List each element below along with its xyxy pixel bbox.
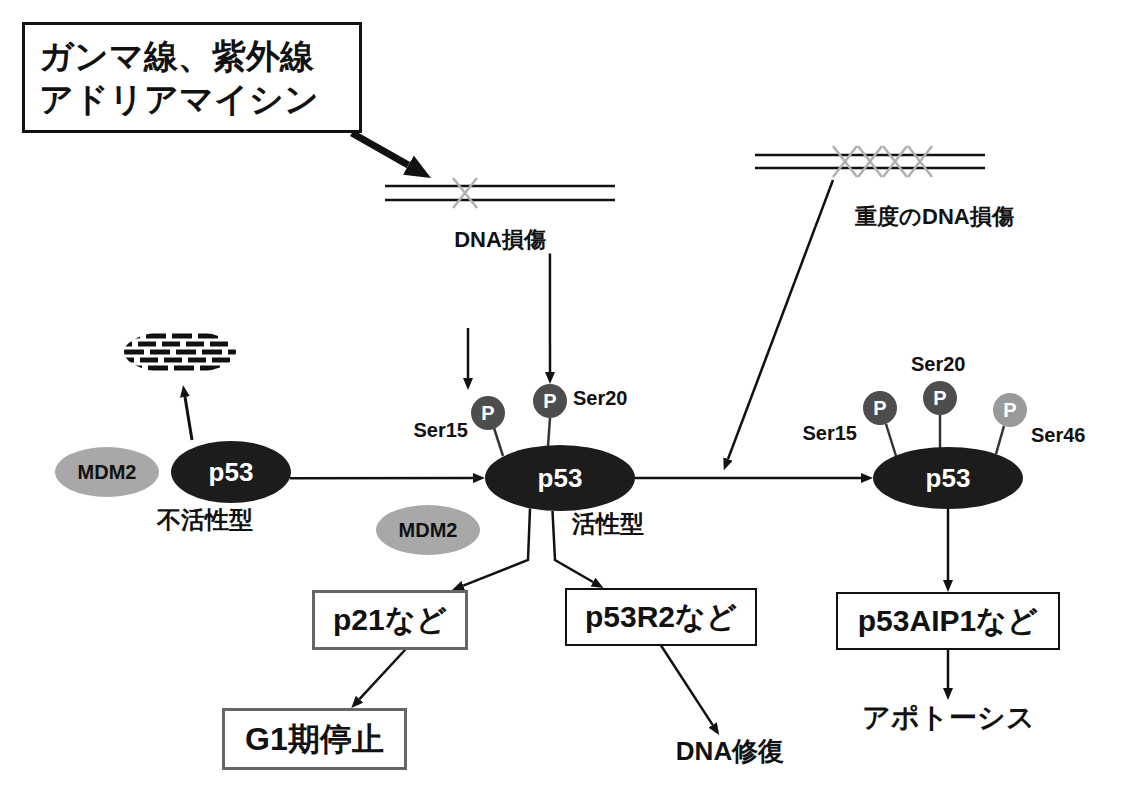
node-sublabel: Ser15 (803, 421, 858, 446)
node-label: p53 (209, 456, 254, 489)
ellipse-fill (55, 447, 159, 497)
node-label: G1期停止 (245, 719, 384, 759)
phosphate-stick (494, 428, 503, 456)
damage-mark (833, 146, 857, 177)
outcome-text: DNA修復 (676, 735, 784, 768)
target-gene-box: p21など (312, 590, 468, 650)
damage-mark (858, 146, 882, 177)
damage-mark (858, 146, 882, 177)
dna-damage: DNA損傷 (385, 178, 615, 254)
ellipse-fill (471, 396, 505, 430)
arrow-connector (290, 477, 473, 480)
mdm2-ellipse: MDM2 (376, 505, 480, 555)
signal-arrow (728, 180, 833, 459)
node-sublabel: Ser15 (414, 418, 469, 443)
severe-dna-damage: 重度のDNA損傷 (755, 145, 1070, 231)
node-sublabel: Ser20 (573, 386, 628, 411)
node-label: DNA修復 (676, 735, 784, 768)
node-label: p53R2など (585, 598, 737, 636)
dna-line (755, 167, 985, 170)
damage-mark (883, 146, 907, 177)
dna-line (385, 185, 615, 188)
fragment-row (122, 366, 240, 371)
node-label: p53 (926, 462, 971, 495)
node-label: p53 (538, 462, 583, 495)
target-gene-box: p53AIP1など (836, 592, 1060, 650)
damage-mark (883, 146, 907, 177)
degradation-arrow (185, 397, 192, 440)
damage-mark (908, 146, 932, 177)
phosphate-stick (939, 415, 942, 448)
arrow-connector (549, 254, 552, 373)
node-sublabel: 活性型 (572, 509, 644, 539)
node-sublabel: Ser46 (1031, 423, 1086, 448)
node-label: ガンマ線、紫外線 アドリアマイシン (39, 35, 345, 120)
phosphate-circle: PSer46 (993, 393, 1027, 427)
outcome-box: G1期停止 (222, 708, 407, 770)
node-label: p53AIP1など (858, 602, 1038, 640)
fragment-row (124, 350, 240, 355)
arrow-connector (947, 650, 950, 689)
phosphate-circle: PSer20 (923, 381, 957, 415)
node-label: P (873, 396, 886, 421)
node-label: 重度のDNA損傷 (855, 203, 1070, 231)
node-label: DNA損傷 (385, 226, 615, 254)
node-label: P (1003, 398, 1016, 423)
dna-strand (385, 178, 615, 208)
phosphate-stick (548, 418, 550, 446)
dna-strand (755, 146, 985, 177)
fragment-row (120, 334, 240, 339)
node-label: アポトーシス (862, 700, 1035, 735)
ellipse-fill (171, 441, 291, 503)
signal-arrow (467, 328, 470, 378)
arrow-connector (661, 646, 713, 725)
outcome-text: アポトーシス (862, 700, 1035, 735)
ellipse-fill (993, 393, 1027, 427)
node-label: MDM2 (78, 460, 137, 485)
ellipse-fill (485, 445, 635, 511)
p53-active: p53活性型 (485, 445, 635, 511)
arrow-connector (352, 133, 409, 165)
dna-line (755, 154, 985, 157)
ellipse-fill (873, 447, 1023, 509)
stimulus-box: ガンマ線、紫外線 アドリアマイシン (22, 22, 362, 133)
fragment-row (114, 342, 240, 347)
degraded-fragments (114, 336, 240, 368)
node-label: MDM2 (399, 518, 458, 543)
arrow-connector (947, 509, 950, 580)
node-sublabel: 不活性型 (157, 505, 253, 535)
arrow-connector (635, 477, 861, 480)
phosphate-circle: PSer15 (471, 396, 505, 430)
node-sublabel: Ser20 (911, 352, 966, 377)
node-label: P (543, 389, 556, 414)
phosphate-stick (996, 426, 1004, 454)
target-gene-box: p53R2など (565, 588, 757, 646)
damage-mark (453, 178, 477, 208)
ellipse-fill (533, 384, 567, 418)
dna-line (385, 199, 615, 202)
node-label: P (481, 401, 494, 426)
phosphate-circle: PSer15 (863, 391, 897, 425)
p53-apoptotic: p53 (873, 447, 1023, 509)
mdm2-ellipse: MDM2 (55, 447, 159, 497)
ellipse-fill (923, 381, 957, 415)
phosphate-circle: PSer20 (533, 384, 567, 418)
damage-mark (833, 146, 857, 177)
p53-inactive: p53不活性型 (171, 441, 291, 503)
arrow-connector (359, 650, 405, 700)
damage-mark (453, 178, 477, 208)
ellipse-fill (863, 391, 897, 425)
node-label: P (933, 386, 946, 411)
node-label: p21など (333, 601, 447, 639)
damage-mark (908, 146, 932, 177)
fragment-row (116, 358, 240, 363)
phosphate-stick (886, 424, 896, 456)
ellipse-fill (376, 505, 480, 555)
